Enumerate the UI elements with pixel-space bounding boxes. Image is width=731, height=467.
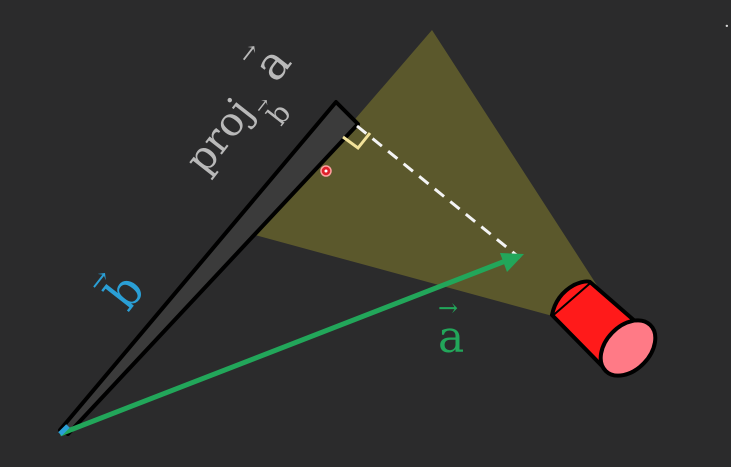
flashlight-icon xyxy=(550,279,658,378)
vector-b-label-group: b → xyxy=(82,263,155,319)
cursor-dot-icon xyxy=(320,165,332,177)
proj-sub-b-group: b → xyxy=(250,93,298,131)
right-angle-marker xyxy=(342,132,372,151)
perpendicular-dashed-line xyxy=(356,124,521,260)
vector-a-arrowhead xyxy=(500,253,524,272)
vector-a-label-group: a → xyxy=(438,294,464,363)
vector-a-label: a xyxy=(438,312,464,363)
proj-vector-a-group: a → xyxy=(233,36,302,91)
vector-a-shaft xyxy=(59,257,509,437)
vector-b-tail xyxy=(58,424,70,436)
light-cone xyxy=(255,30,600,318)
vector-a-arrow: → xyxy=(438,294,458,322)
corner-mark: · xyxy=(724,16,730,37)
